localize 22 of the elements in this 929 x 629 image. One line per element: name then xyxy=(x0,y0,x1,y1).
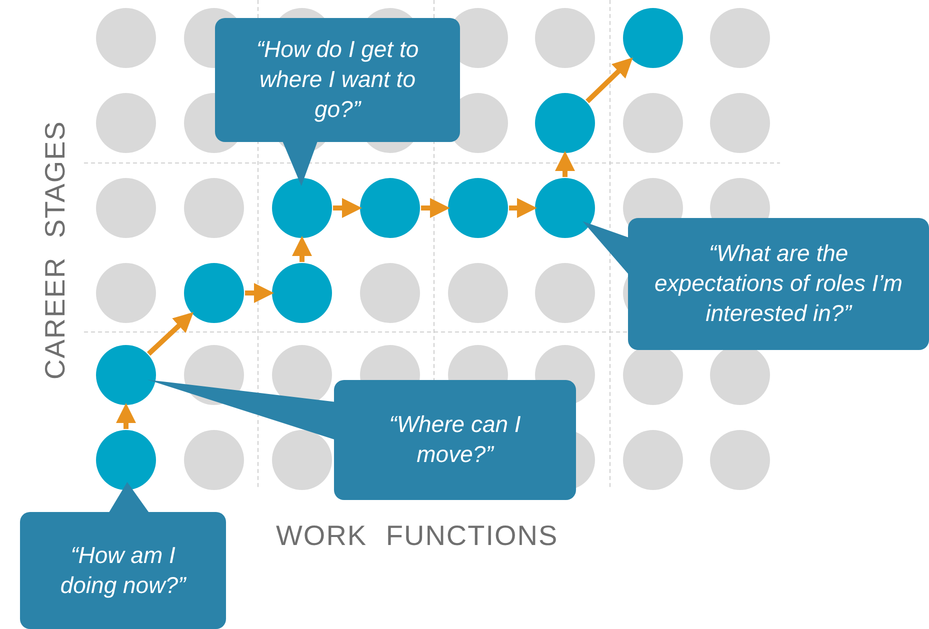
speech-bubble-tail xyxy=(148,380,336,440)
arrow xyxy=(509,198,537,218)
speech-bubble-tail xyxy=(282,140,318,186)
arrow xyxy=(245,283,274,303)
arrow xyxy=(146,312,194,356)
speech-bubble-tail xyxy=(108,482,150,514)
speech-bubble-tail xyxy=(582,221,630,276)
arrow xyxy=(555,151,575,177)
bubble-text: “How do I get to where I want to go?” xyxy=(255,35,420,124)
arrow xyxy=(586,57,633,104)
speech-bubble xyxy=(628,218,929,350)
speech-bubble xyxy=(215,18,460,142)
speech-bubble xyxy=(20,512,226,629)
axis-label: WORK FUNCTIONS xyxy=(276,520,558,552)
axis-label: CAREER STAGES xyxy=(39,120,71,380)
arrow xyxy=(292,236,312,262)
bubble-text: “How am I doing now?” xyxy=(59,540,188,600)
arrow xyxy=(421,198,450,218)
bubble-text: “What are the expectations of roles I’m interested in?” xyxy=(653,239,904,328)
arrow xyxy=(116,403,136,429)
arrow xyxy=(333,198,362,218)
bubble-text: “Where can I move?” xyxy=(388,410,522,469)
